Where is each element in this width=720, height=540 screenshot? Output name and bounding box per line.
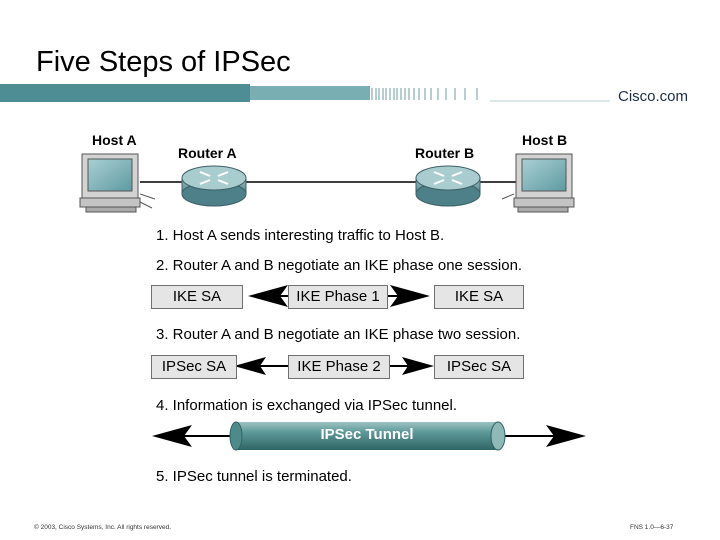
- ike-sa-left-box: IKE SA: [151, 285, 243, 309]
- host-computer-icon: [501, 153, 575, 213]
- step-4: 4. Information is exchanged via IPSec tu…: [156, 397, 458, 414]
- ike-phase-2-box: IKE Phase 2: [288, 355, 390, 379]
- router-a-label: Router A: [178, 145, 237, 161]
- host-a-label: Host A: [92, 132, 137, 148]
- ipsec-tunnel-label: IPSec Tunnel: [320, 426, 414, 443]
- copyright-footer: © 2003, Cisco Systems, Inc. All rights r…: [34, 524, 172, 531]
- router-b-label: Router B: [415, 145, 475, 161]
- cisco-logo: Cisco.com: [618, 88, 689, 105]
- ipsec-sa-right-box: IPSec SA: [434, 355, 524, 379]
- host-computer-icon: [79, 153, 156, 213]
- ike-sa-right-box: IKE SA: [434, 285, 524, 309]
- router-icon: [181, 165, 247, 207]
- step-2: 2. Router A and B negotiate an IKE phase…: [156, 257, 523, 274]
- step-5: 5. IPSec tunnel is terminated.: [156, 468, 352, 485]
- host-b-label: Host B: [522, 132, 568, 148]
- page-number: FNS 1.0—6-37: [630, 524, 674, 531]
- ike-phase-1-box: IKE Phase 1: [288, 285, 388, 309]
- router-icon: [415, 165, 481, 207]
- step-3: 3. Router A and B negotiate an IKE phase…: [156, 326, 521, 343]
- ipsec-sa-left-box: IPSec SA: [151, 355, 237, 379]
- ipsec-tunnel-tube: [229, 421, 506, 451]
- page-title: Five Steps of IPSec: [36, 46, 291, 78]
- step-1: 1. Host A sends interesting traffic to H…: [156, 227, 445, 244]
- header-band: [0, 84, 720, 102]
